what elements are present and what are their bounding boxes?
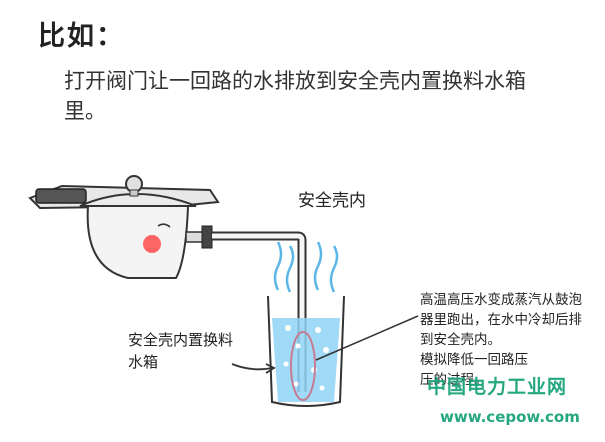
sparger-marker <box>290 331 316 401</box>
pipe-inner <box>212 233 305 392</box>
pointer-arrow <box>231 363 273 371</box>
pointer-arrowhead <box>265 363 276 374</box>
bubble <box>285 325 291 331</box>
bubble <box>283 361 289 367</box>
cooker-lid <box>79 193 197 207</box>
note-line-2: 模拟降低一回路压 <box>420 352 528 368</box>
steam-wisp <box>285 245 295 293</box>
watermark-url: www.cepow.com <box>440 408 580 426</box>
cooker-eye <box>157 223 171 228</box>
note-line-3: 压的过程。 <box>420 372 488 388</box>
containment-label: 安全壳内 <box>298 191 366 211</box>
tank-label: 安全壳内置换料水箱 <box>128 331 234 371</box>
cooker-handle-grip <box>35 188 87 204</box>
bubble <box>293 381 299 387</box>
cooker-body <box>86 205 190 279</box>
watermark-name: 中国电力工业网 <box>427 376 568 398</box>
bubble <box>319 385 325 391</box>
tank <box>267 295 345 407</box>
note-line-1: 高温高压水变成蒸汽从鼓泡器里跑出，在水中冷却后排到安全壳内。 <box>420 292 582 348</box>
lid-knob-stem <box>129 189 139 197</box>
heading: 比如： <box>38 21 125 52</box>
steam-wisp <box>313 241 323 291</box>
steam-wisp <box>329 245 339 293</box>
steam-wisp <box>273 241 283 291</box>
bubble <box>295 343 301 349</box>
intro-text: 打开阀门让一回路的水排放到安全壳内置换料水箱里。 <box>64 69 526 123</box>
explanation-note: 高温高压水变成蒸汽从鼓泡器里跑出，在水中冷却后排到安全壳内。 模拟降低一回路压 … <box>420 290 585 390</box>
cooker-blush-icon <box>143 235 161 253</box>
valve-handle <box>201 225 213 249</box>
note-pointer-line <box>315 315 419 361</box>
bubble <box>315 327 321 333</box>
tank-water <box>272 318 340 402</box>
bubble <box>323 347 329 353</box>
